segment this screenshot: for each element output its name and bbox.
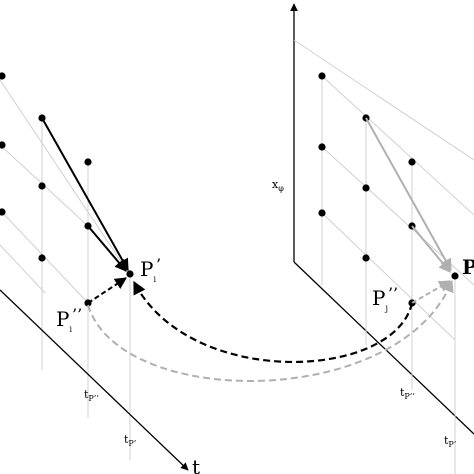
label-pi-double: Pi’’ <box>56 305 82 334</box>
grid-point <box>0 72 6 80</box>
grid-point <box>318 209 326 217</box>
arrow-gray-upper <box>365 117 452 272</box>
label-pj-double: Pj’’ <box>372 284 398 313</box>
label-pj-prime-cut: P <box>462 255 474 279</box>
grid-point <box>318 143 326 151</box>
left-t-axis <box>0 289 189 471</box>
grid-point <box>362 184 370 192</box>
grid-point <box>38 182 46 190</box>
grid-point <box>0 141 6 149</box>
arrow-gray-lower <box>411 225 451 273</box>
point-pi-prime <box>126 270 134 278</box>
label-tp1-right: tP’ <box>444 434 456 449</box>
grid-point <box>362 254 370 262</box>
arrow-gray-dashed-short <box>411 280 452 304</box>
arc-black-dashed <box>133 280 414 364</box>
label-tp1-left: tP’ <box>124 433 136 448</box>
left-guide-lines <box>0 79 131 460</box>
grid-point <box>0 208 6 216</box>
right-panel: xφ Pj’’ P tP’’ tP’ <box>272 3 474 474</box>
grid-point <box>38 254 46 262</box>
arc-gray-dashed <box>87 279 454 382</box>
label-pi-prime: Pi’ <box>140 255 161 284</box>
point-pj-prime <box>451 272 459 280</box>
left-panel: Pi’ Pi’’ tP’’ tP’ t <box>0 72 200 474</box>
grid-point <box>84 158 92 166</box>
grid-point <box>408 158 416 166</box>
arrow-dashed-short <box>87 277 128 304</box>
label-t-axis: t <box>192 455 200 474</box>
grid-point <box>318 72 326 80</box>
arrow-solid-lower <box>87 225 127 272</box>
arrow-solid-upper <box>41 117 129 272</box>
label-x-phi: xφ <box>272 178 284 193</box>
left-grid-points <box>0 72 134 307</box>
label-tp2-right: tP’’ <box>400 386 415 401</box>
right-t-axis <box>293 261 474 435</box>
label-tp2-left: tP’’ <box>84 388 99 403</box>
right-grid-points <box>318 72 459 307</box>
